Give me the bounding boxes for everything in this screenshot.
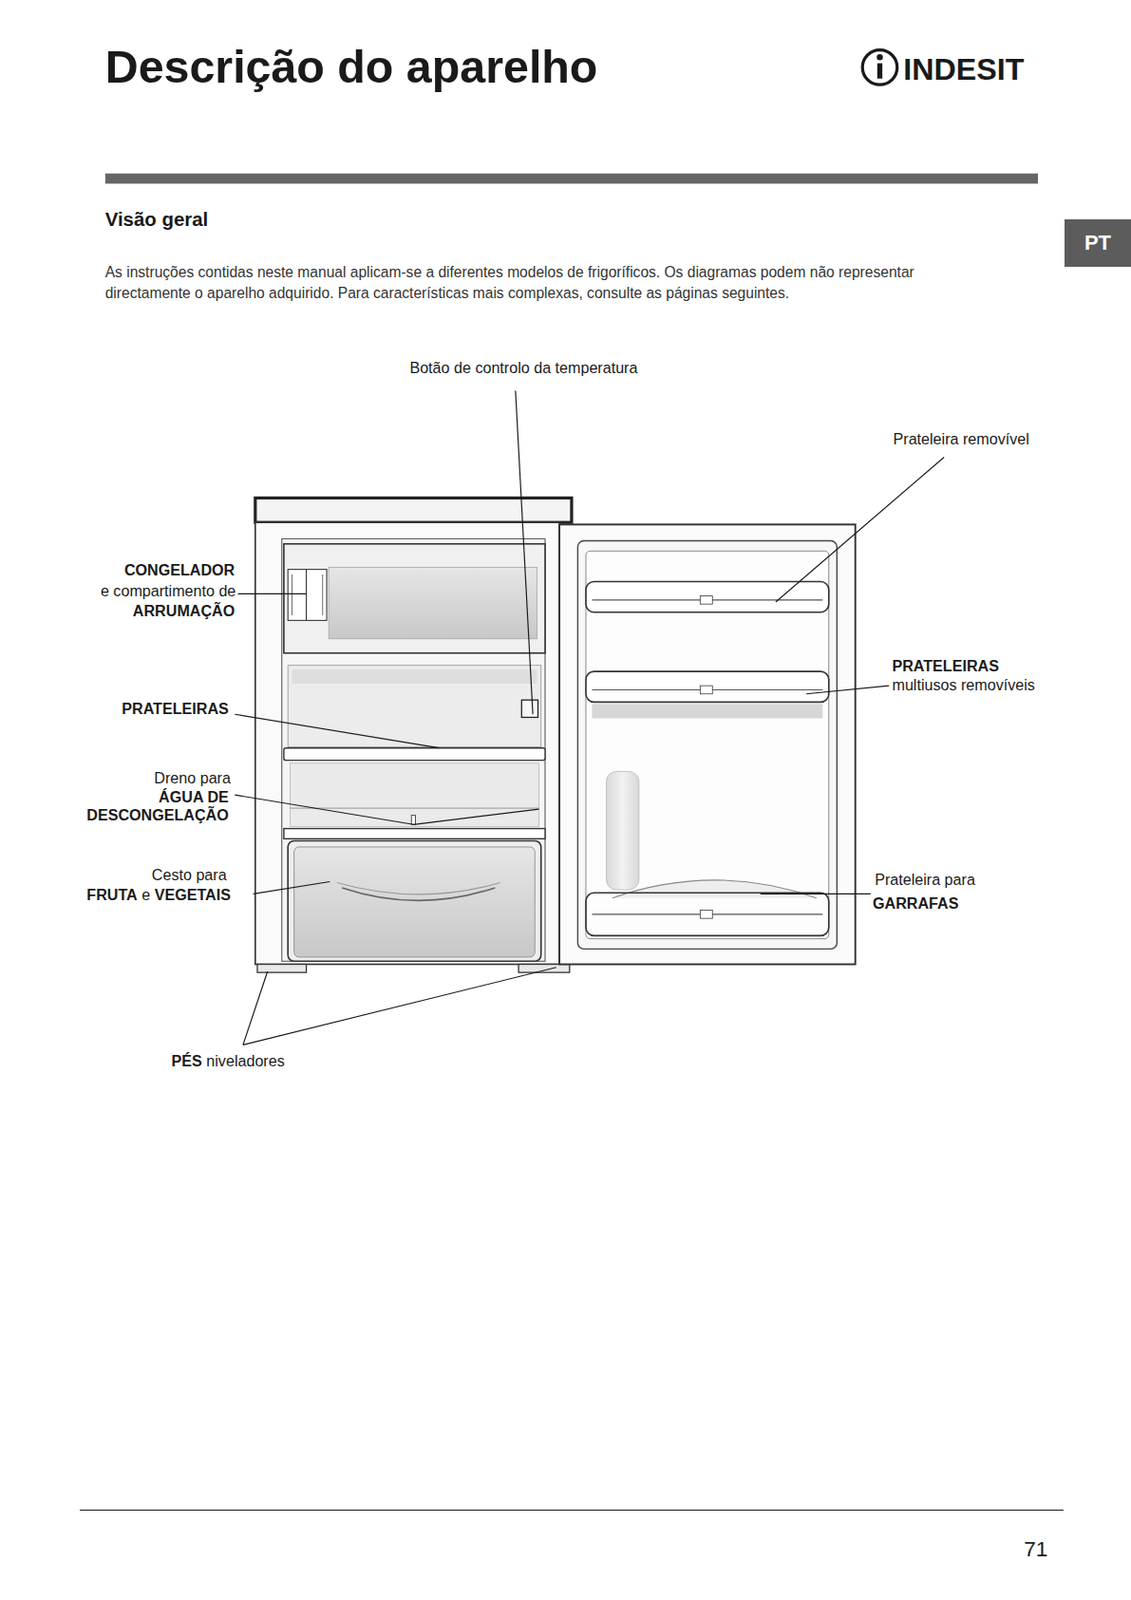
part-label: VEGETAIS (154, 885, 231, 905)
tab-text: PT (1084, 230, 1112, 256)
part-label: GARRAFAS (872, 894, 959, 913)
language-tab: PT (1064, 219, 1131, 267)
page-title: Descrição do aparelho (105, 38, 599, 95)
part-label: PÉS (171, 1052, 203, 1071)
part-label: PRATELEIRAS (121, 699, 228, 718)
part-label: Cesto para (151, 866, 227, 885)
part-label: multiusos removíveis (891, 676, 1035, 695)
part-label: e compartimento de (100, 582, 236, 601)
part-label: e (141, 885, 151, 905)
part-label: Prateleira removível (893, 430, 1030, 449)
part-label: Dreno para (153, 769, 231, 788)
part-label: ÁGUA DE DESCONGELAÇÃO (56, 788, 229, 826)
part-label: niveladores (206, 1052, 284, 1071)
part-label: PRATELEIRAS (891, 657, 999, 676)
part-label: CONGELADOR (124, 561, 235, 580)
leader-lines (234, 391, 944, 1046)
part-label: ARRUMAÇÃO (132, 602, 235, 621)
part-label: Prateleira para (874, 870, 976, 889)
brand-logo: INDESIT (903, 51, 1024, 89)
part-label: FRUTA (86, 885, 137, 905)
intro-paragraph: As instruções contidas neste manual apli… (105, 262, 989, 303)
section-heading: Visão geral (105, 207, 209, 232)
page-number: 71 (1023, 1536, 1048, 1563)
part-label: Botão de controlo da temperatura (409, 358, 638, 377)
